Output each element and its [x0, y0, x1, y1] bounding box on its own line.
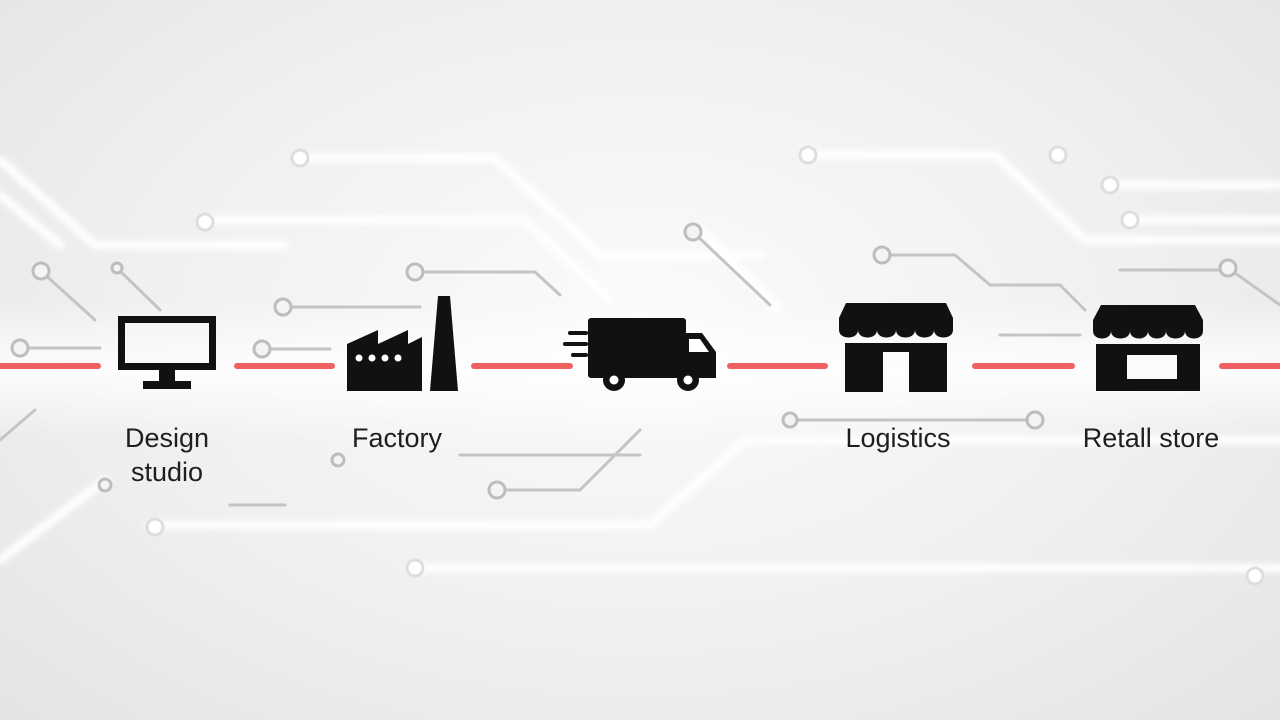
trace-nodes: [10, 222, 1238, 500]
retail-store-icon: [1093, 305, 1203, 391]
trace-nodes-faint: [145, 145, 1265, 586]
storefront-icon: [839, 303, 953, 392]
monitor-icon: [118, 316, 216, 389]
stage-label-factory: Factory: [351, 423, 443, 453]
factory-icon: [347, 296, 458, 391]
delivery-truck-icon: [563, 318, 716, 391]
stage-label-design-studio: Design studio: [124, 423, 210, 487]
stage-label-logistics: Logistics: [845, 423, 951, 453]
stage-label-retail-store: Retall store: [1082, 423, 1220, 453]
circuit-traces: [0, 230, 1280, 507]
